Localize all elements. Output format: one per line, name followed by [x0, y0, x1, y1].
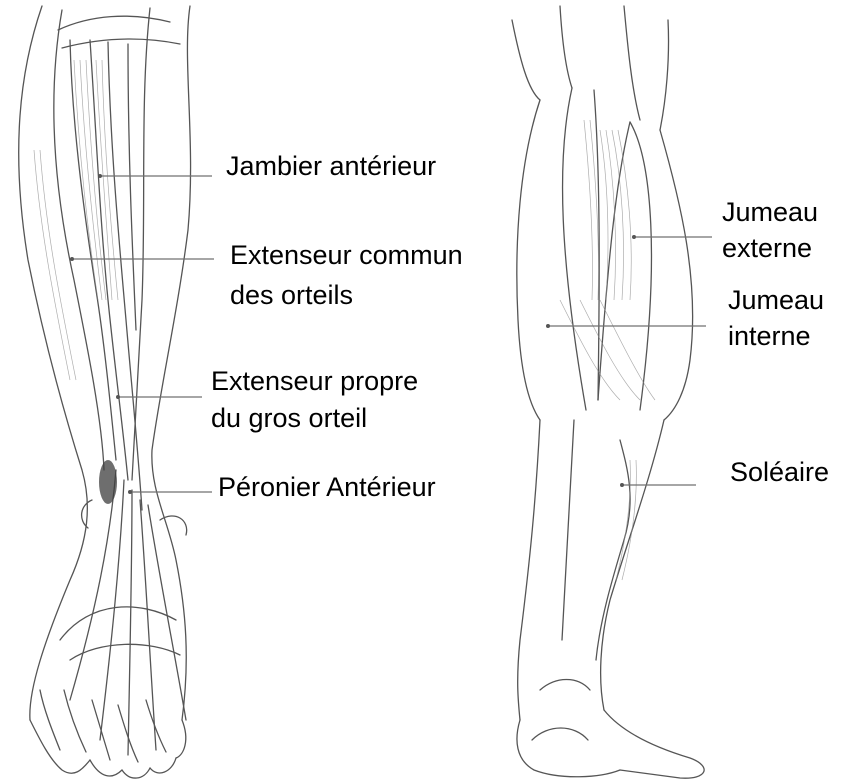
label-peronier-anterieur: Péronier Antérieur	[218, 472, 436, 502]
front-leg-shading	[34, 60, 118, 380]
back-leg-shading	[560, 120, 655, 580]
label-extenseur-commun-line1: Extenseur commun	[230, 240, 463, 270]
label-extenseur-commun-line2: des orteils	[230, 280, 353, 310]
label-extenseur-propre-line2: du gros orteil	[211, 403, 367, 433]
peronier-dark-mark	[99, 460, 117, 504]
leader-lines	[70, 174, 712, 494]
label-soleaire: Soléaire	[730, 457, 829, 487]
label-jumeau-interne-line2: interne	[728, 321, 811, 351]
label-jumeau-interne-line1: Jumeau	[728, 285, 824, 315]
label-jambier-anterieur: Jambier antérieur	[226, 151, 436, 181]
back-leg-drawing	[512, 6, 704, 778]
label-extenseur-propre-line1: Extenseur propre	[211, 366, 418, 396]
label-jumeau-externe-line1: Jumeau	[722, 197, 818, 227]
label-jumeau-externe-line2: externe	[722, 233, 812, 263]
